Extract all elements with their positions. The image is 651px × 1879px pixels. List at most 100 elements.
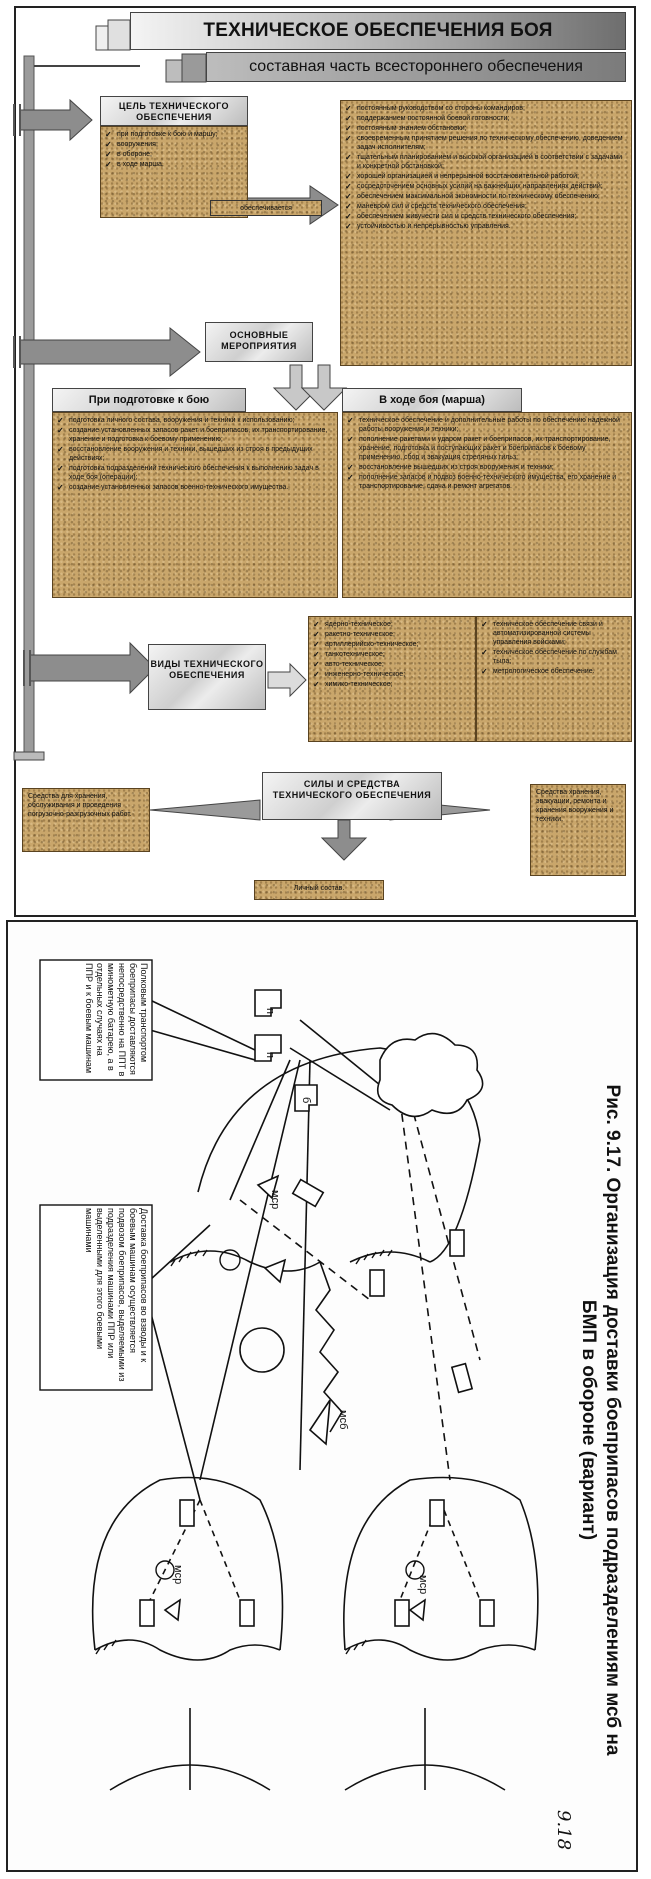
vehicle-symbol [450,1362,474,1394]
figure-caption: Рис. 9.17. Организация доставки боеприпа… [578,1084,623,1756]
vehicle-symbol [429,1499,445,1527]
list-item: метрологическое обеспечение. [481,667,627,676]
during-heading: В ходе боя (марша) [342,388,522,412]
list-item: своевременным принятием решения по техни… [345,134,627,152]
figure-caption-area: Рис. 9.17. Организация доставки боеприпа… [548,1060,628,1780]
note-left-box [39,1204,153,1391]
label-p: п [264,1008,276,1014]
list-item: подготовка личного состава, вооружения и… [57,416,333,425]
list-item: постоянным знанием обстановки; [345,124,627,133]
handnote: 9.18 [553,1810,574,1851]
list-item: устойчивостью и непрерывностью управлени… [345,222,627,231]
list-item: постоянным руководством со стороны коман… [345,104,627,113]
types-heading: ВИДЫ ТЕХНИЧЕСКОГО ОБЕСПЕЧЕНИЯ [148,644,266,710]
list-item: танкотехническое; [313,650,471,659]
label-msr: мср [172,1565,184,1584]
circle-symbol [219,1249,241,1271]
boundary-line [314,1261,343,1433]
flag-symbol [256,1174,280,1200]
flag-symbol [408,1598,426,1622]
list-item: авто-техническое; [313,660,471,669]
list-item: поддержанием постоянной боевой готовност… [345,114,627,123]
flag-symbol [308,1399,331,1446]
list-item: артиллерийско-техническое; [313,640,471,649]
vehicle-symbol [294,1084,318,1112]
cloud-symbol [376,1032,484,1118]
list-item: маневром сил и средств технического обес… [345,202,627,211]
list-item: техническое обеспечение по службам тыла; [481,648,627,666]
list-item: обеспечением живучести сил и средств тех… [345,212,627,221]
during-box: техническое обеспечение и дополнительные… [342,412,632,598]
trench-line [94,1639,281,1661]
goal-box: при подготовке к бою и маршу; вооружения… [100,126,248,218]
list-item: ядерно-техническое; [313,620,471,629]
list-item: обеспечением максимальной экономности по… [345,192,627,201]
flag-symbol [163,1598,181,1622]
delivery-arrow [289,1047,391,1111]
list-item: при подготовке к бою и маршу; [105,130,243,139]
forces-right-box: Средства хранения, эвакуации, ремонта и … [530,784,626,876]
prep-heading: При подготовке к бою [52,388,246,412]
circle-symbol [155,1560,175,1580]
label-p: п [264,1052,276,1058]
types-left-box: ядерно-техническое; ракетно-техническое;… [308,616,476,742]
list-item: химико-техническое; [313,680,471,689]
list-item: восстановление вооружения и техники, выш… [57,445,333,463]
vehicle-symbol [369,1269,385,1297]
vehicle-symbol [449,1229,465,1257]
label-msr: мср [269,1190,281,1209]
list-item: инженерно-техническое; [313,670,471,679]
types-right-box: техническое обеспечение связи и автомати… [476,616,632,742]
vehicle-symbol [179,1499,195,1527]
vehicle-symbol [479,1599,495,1627]
company-arc-right [343,1476,539,1651]
label-msb: мсб [337,1410,349,1429]
list-item: подготовка подразделений технического об… [57,464,333,482]
vehicle-symbol [254,1034,282,1062]
page-title: ТЕХНИЧЕСКОЕ ОБЕСПЕЧЕНИЯ БОЯ [130,12,626,50]
vehicle-symbol [394,1599,410,1627]
forces-heading: СИЛЫ И СРЕДСТВА ТЕХНИЧЕСКОГО ОБЕСПЕЧЕНИЯ [262,772,442,820]
list-item: техническое обеспечение связи и автомати… [481,620,627,647]
list-item: хорошей организацией и непрерывной восст… [345,172,627,181]
list-item: создание установленных запасов ракет и б… [57,426,333,444]
forces-bottom-box: Личный состав. [254,880,384,900]
note-top-box [39,959,153,1081]
note-left-text: Доставка боеприпасов во взводы и к боевы… [84,1208,149,1382]
handnote-area: 9.18 [540,1810,580,1860]
provisions-box: постоянным руководством со стороны коман… [340,100,632,366]
list-item: тщательным планированием и высокой орган… [345,153,627,171]
list-item: в ходе марша. [105,160,243,169]
list-item: сосредоточением основных усилий на важне… [345,182,627,191]
list-item: техническое обеспечение и дополнительные… [347,416,627,434]
list-item: в обороне; [105,150,243,159]
list-item: восстановление вышедших из строя вооруже… [347,463,627,472]
label-b: б [300,1097,312,1103]
circle-symbol [239,1327,285,1373]
list-item: создание установленных запасов военно-те… [57,483,333,492]
vehicle-symbol [291,1178,325,1208]
note-left: Доставка боеприпасов во взводы и к боевы… [40,1205,152,1390]
vehicle-symbol [239,1599,255,1627]
top-diagram-frame [14,6,636,917]
flag-symbol [263,1258,287,1284]
page-subtitle: составная часть всестороннего обеспечени… [206,52,626,82]
connector-layer [13,19,491,861]
company-arc-left [91,1476,284,1651]
circle-symbol [405,1560,425,1580]
note-top-text: Полковым транспортом боеприпасы доставля… [84,963,149,1077]
vehicle-symbol [139,1599,155,1627]
list-item: пополнение ракетами и ударом ракет и бое… [347,435,627,462]
prep-box: подготовка личного состава, вооружения и… [52,412,338,598]
list-item: ракетно-техническое; [313,630,471,639]
forces-left-box: Средства для хранения, обслуживания и пр… [22,788,150,852]
main-measures-heading: ОСНОВНЫЕ МЕРОПРИЯТИЯ [205,322,313,362]
note-top: Полковым транспортом боеприпасы доставля… [40,960,152,1080]
trench-line [169,1250,321,1272]
list-item: пополнение запасов и подвоз военно-техни… [347,473,627,491]
achieved-label: обеспечивается [210,200,322,216]
list-item: вооружения; [105,140,243,149]
trench-line [344,1639,536,1661]
goal-heading: ЦЕЛЬ ТЕХНИЧЕСКОГО ОБЕСПЕЧЕНИЯ [100,96,248,126]
